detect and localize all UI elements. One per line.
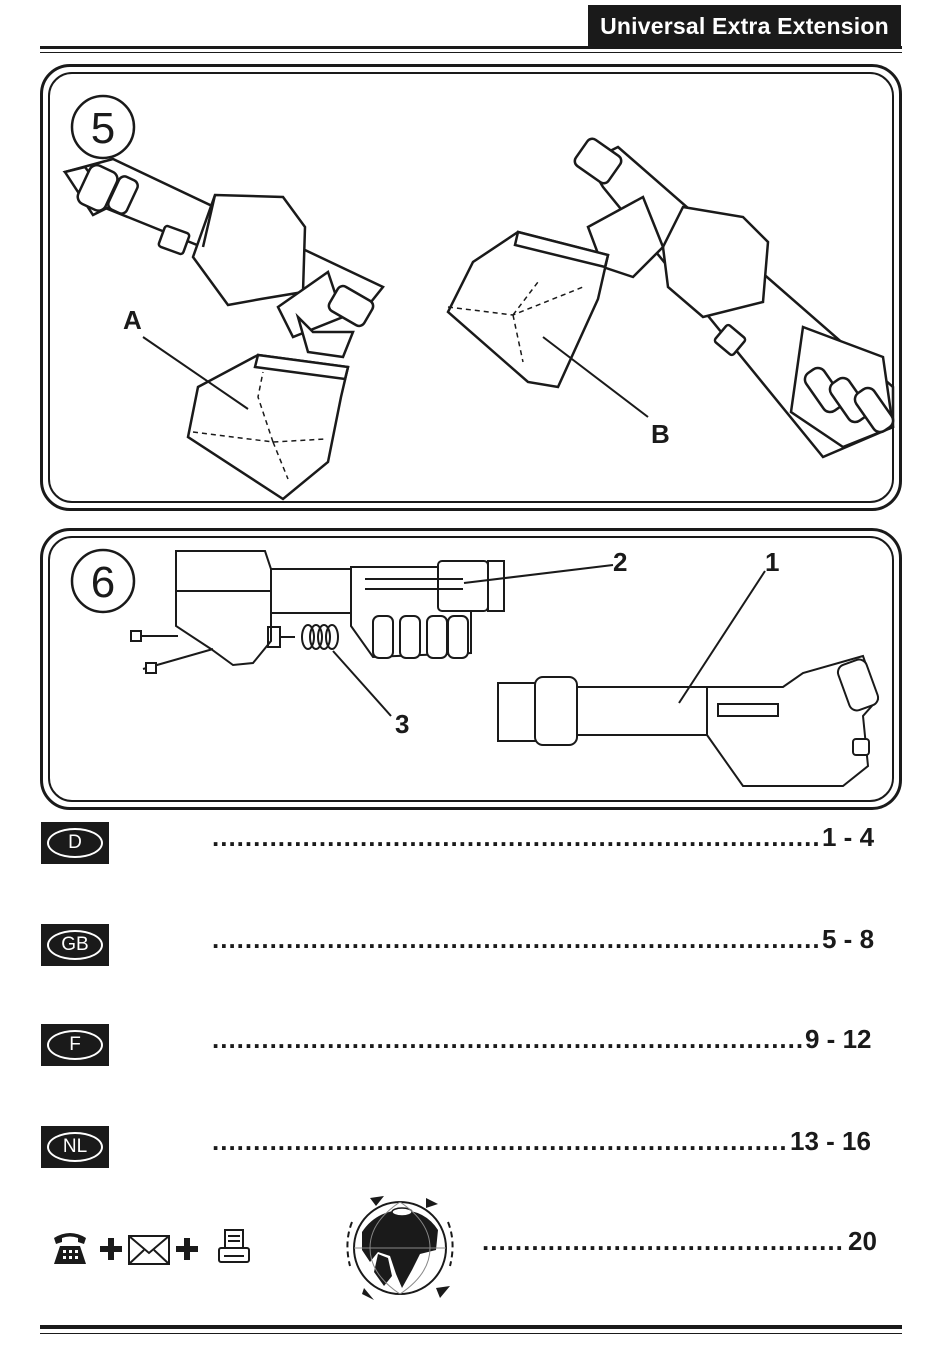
toc-page-range: 9 - 12 (805, 1024, 872, 1054)
contact-icons (54, 1229, 250, 1265)
toc-leader-dots: ........................................… (212, 924, 818, 954)
label-1: 1 (765, 547, 779, 577)
toc-page-range: 5 - 8 (822, 924, 875, 954)
leader-line-a (142, 336, 249, 410)
paint-container-b (446, 230, 610, 389)
telephone-icon (54, 1233, 86, 1264)
leader-line-2 (463, 564, 614, 584)
step-5-circle (70, 94, 136, 160)
figure-5-illustration: 5 A (62, 94, 895, 501)
contact-leader-dots: ........................................… (482, 1226, 842, 1256)
lang-badge-nl: NL (41, 1126, 109, 1168)
footer-rule-thick (40, 1325, 902, 1329)
leader-line-b (542, 336, 649, 418)
fax-icon (218, 1229, 250, 1263)
spring-part-3 (267, 624, 339, 650)
lang-badge-gb: GB (41, 924, 109, 966)
sprayer-left (62, 157, 385, 359)
label-b: B (651, 419, 670, 449)
leader-line-3 (332, 650, 392, 717)
extension-part-1 (497, 654, 880, 787)
toc-leader-dots: ........................................… (212, 1126, 788, 1156)
label-a: A (123, 305, 142, 335)
sprayer-right (573, 137, 895, 459)
envelope-icon (128, 1235, 170, 1265)
toc-leader-dots: ........................................… (212, 1024, 802, 1054)
lang-code: GB (47, 930, 103, 960)
step-6-number: 6 (91, 558, 115, 607)
step-5-number: 5 (91, 104, 115, 153)
header-rule-thin (40, 52, 902, 53)
lang-badge-f: F (41, 1024, 109, 1066)
globe-icon (346, 1196, 454, 1300)
figure-5-panel: 5 A (40, 64, 902, 511)
lang-code: F (47, 1030, 103, 1060)
toc-page-range: 13 - 16 (790, 1126, 871, 1156)
label-2: 2 (613, 547, 627, 577)
lang-code: D (47, 828, 103, 858)
contact-page: 20 (848, 1226, 877, 1256)
footer-rule-thin (40, 1333, 902, 1334)
plus-icon (176, 1238, 198, 1260)
lang-badge-d: D (41, 822, 109, 864)
plus-icon (100, 1238, 122, 1260)
leader-line-1 (678, 570, 766, 704)
paint-container-a (186, 353, 350, 501)
figure-6-inner-border (48, 536, 894, 802)
document-title: Universal Extra Extension (588, 5, 901, 47)
figure-6-illustration: 6 (70, 547, 880, 787)
label-3: 3 (395, 709, 409, 739)
lang-code: NL (47, 1132, 103, 1162)
figure-6-panel: 6 (40, 528, 902, 810)
header-rule-thick (40, 46, 902, 49)
toc-leader-dots: ........................................… (212, 822, 818, 852)
figure-5-inner-border (48, 72, 894, 503)
extension-part-2 (130, 550, 505, 674)
step-6-circle (70, 548, 136, 614)
toc-page-range: 1 - 4 (822, 822, 875, 852)
